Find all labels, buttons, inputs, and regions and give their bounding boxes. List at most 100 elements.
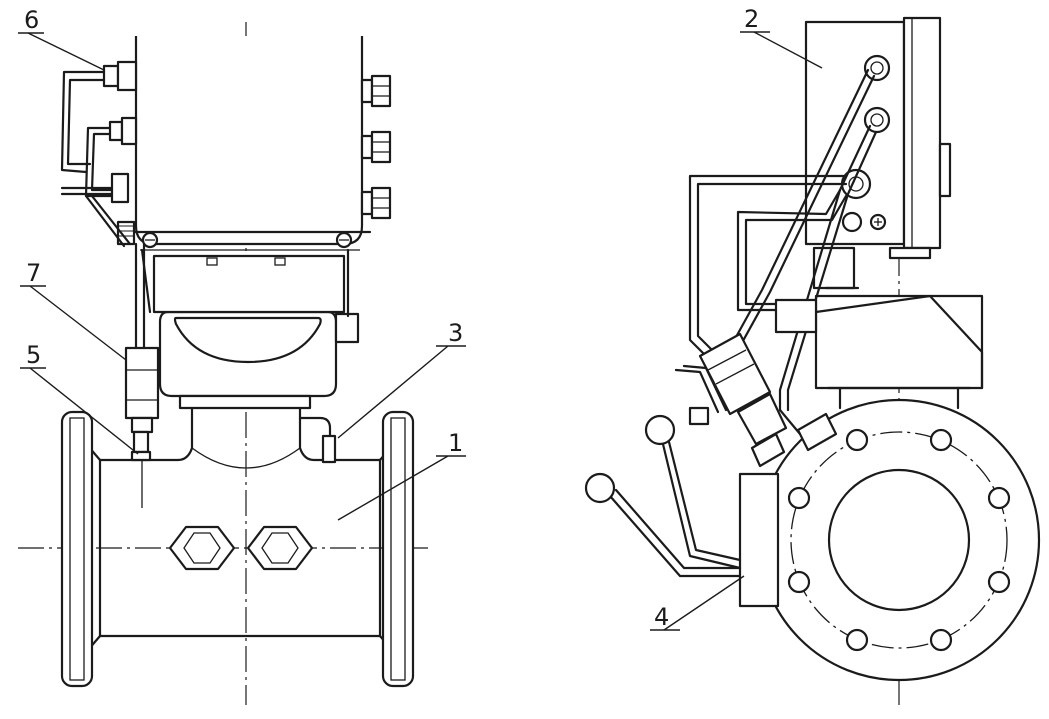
sensor-window xyxy=(173,316,322,364)
front-view: 6 7 5 3 1 xyxy=(18,6,466,705)
bolt-hole-3 xyxy=(787,486,811,510)
side-valve-cluster xyxy=(674,332,838,468)
cable-glands-right xyxy=(360,74,392,220)
side-valve-line-2 xyxy=(715,363,755,385)
side-gland-2-inner xyxy=(870,113,884,127)
gland-r3-nut xyxy=(370,186,392,220)
callout-7: 7 xyxy=(26,259,41,287)
hex-plug-left xyxy=(168,525,236,571)
side-valve-handle-wire-2 xyxy=(682,364,728,412)
tube-diagonal-2 xyxy=(90,194,132,246)
bolt-hole-6 xyxy=(987,570,1011,594)
tube-diagonal xyxy=(84,194,126,248)
valve-7-boss xyxy=(130,450,152,462)
side-valve-lower xyxy=(736,392,788,446)
electronics-box xyxy=(134,36,364,246)
sensor-connector xyxy=(334,312,360,344)
lever-arm-upper-b xyxy=(666,436,742,562)
fitting-l2-a xyxy=(108,120,124,142)
bolt-hole-5 xyxy=(787,570,811,594)
leader-6 xyxy=(27,32,105,71)
callout-6: 6 xyxy=(24,6,39,34)
side-box-bottom-boss xyxy=(888,246,932,260)
side-tube-2 xyxy=(778,124,872,412)
bracket-bolt-2 xyxy=(274,257,286,266)
leader-5 xyxy=(29,367,139,455)
side-tube-3 xyxy=(688,174,848,358)
mounting-bracket xyxy=(152,254,346,314)
leader-7 xyxy=(29,285,127,361)
side-tube-fitting xyxy=(774,298,818,334)
fitting-l1-b xyxy=(116,60,138,92)
right-flange-face xyxy=(390,417,406,681)
pressure-tap-fitting xyxy=(321,434,337,464)
callout-3: 3 xyxy=(448,319,463,347)
gland-r2-nut xyxy=(370,130,392,164)
side-valve-nut xyxy=(688,406,710,426)
lever-knob-lower xyxy=(584,472,616,504)
right-flange xyxy=(381,410,415,688)
gland-r1-nut xyxy=(370,74,392,108)
side-view: 2 4 xyxy=(584,5,1041,708)
impulse-tube-outer-2 xyxy=(66,78,106,166)
hex-plug-left-inner xyxy=(183,532,221,564)
gland-r2-base xyxy=(360,134,374,160)
fitting-l1-a xyxy=(102,64,120,88)
side-valve-line-1 xyxy=(707,349,747,371)
fitting-l2-b xyxy=(120,116,138,146)
lever-arm-lower-b xyxy=(614,488,742,570)
side-tube-3b xyxy=(696,182,848,352)
side-tap-fitting-2 xyxy=(750,432,786,468)
callout-2: 2 xyxy=(744,5,759,33)
side-housing-roof xyxy=(814,294,984,390)
leader-1 xyxy=(337,455,449,521)
leader-3 xyxy=(337,345,449,439)
left-flange xyxy=(60,410,94,688)
side-tube-2b xyxy=(786,130,878,412)
impulse-tube-inner-2 xyxy=(90,132,114,192)
bolt-hole-4 xyxy=(987,486,1011,510)
callout-4: 4 xyxy=(654,603,669,631)
leader-2 xyxy=(753,31,823,69)
side-tube-4 xyxy=(736,188,842,312)
side-screw-1 xyxy=(841,211,863,233)
hex-plug-right xyxy=(246,525,314,571)
fitting-l3 xyxy=(110,172,130,204)
valve-7-nipple xyxy=(130,416,154,434)
callout-5: 5 xyxy=(26,341,41,369)
fitting-l4 xyxy=(116,220,136,246)
side-box-cover xyxy=(902,16,942,250)
gland-r1-base xyxy=(360,78,374,104)
side-electronics-box xyxy=(804,20,906,246)
bolt-hole-8 xyxy=(929,628,953,652)
side-housing xyxy=(814,294,984,390)
left-flange-face xyxy=(69,417,85,681)
flange-bolt-holes xyxy=(787,428,1011,652)
lever-block xyxy=(738,472,780,608)
bolt-hole-2 xyxy=(929,428,953,452)
side-box-latch xyxy=(938,142,952,198)
neck-arc xyxy=(191,447,301,469)
lever-arm-upper xyxy=(660,438,742,570)
valve-7 xyxy=(124,346,160,420)
leader-4 xyxy=(663,575,745,631)
side-tap-link xyxy=(778,408,802,436)
callout-1: 1 xyxy=(448,429,463,457)
side-flange xyxy=(757,398,1041,682)
bore xyxy=(827,468,971,612)
side-tube-4b xyxy=(744,194,848,306)
side-tap-fitting xyxy=(796,412,838,452)
valve-7-stem xyxy=(132,430,150,454)
bolt-circle xyxy=(790,431,1008,649)
bracket-bolt-1 xyxy=(206,257,218,266)
side-gland-1-inner xyxy=(870,61,884,75)
side-gland-1 xyxy=(863,54,891,82)
lever-arm-lower xyxy=(608,494,742,578)
bolt-hole-1 xyxy=(845,428,869,452)
impulse-tube-outer xyxy=(60,70,106,174)
pressure-tap xyxy=(298,416,332,464)
side-valve-handle-wire xyxy=(674,368,720,414)
gland-r3-base xyxy=(360,190,374,216)
impulse-tube-inner xyxy=(84,126,114,198)
